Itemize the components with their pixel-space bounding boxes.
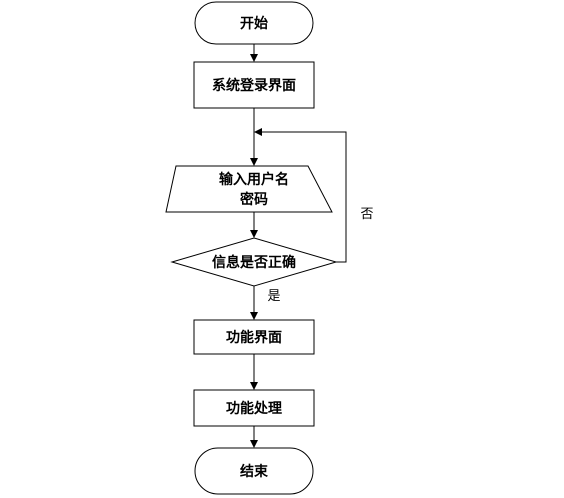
end-node — [194, 447, 314, 495]
input-label-line1: 输入用户名 — [219, 171, 289, 188]
arrowhead-input — [250, 158, 258, 166]
function-process-node — [193, 389, 315, 427]
no-branch-label: 否 — [360, 207, 373, 222]
start-label: 开始 — [240, 15, 268, 32]
arrowhead-check — [250, 230, 258, 238]
function-ui-node — [193, 319, 315, 355]
yes-branch-label: 是 — [267, 289, 280, 304]
arrowhead-function-process — [250, 382, 258, 390]
start-node — [194, 1, 314, 45]
input-node — [165, 165, 333, 213]
login-node — [193, 61, 315, 109]
end-label: 结束 — [240, 463, 269, 480]
function-ui-label: 功能界面 — [226, 329, 282, 346]
arrowhead-function-ui — [250, 312, 258, 320]
check-decision-node — [170, 237, 338, 287]
function-process-label: 功能处理 — [226, 400, 282, 417]
arrowhead-loop — [254, 128, 262, 136]
edge-check-no-loop — [262, 131, 347, 263]
check-label: 信息是否正确 — [212, 254, 296, 271]
input-label-line2: 密码 — [239, 191, 268, 208]
arrowhead-end — [250, 440, 258, 448]
login-label: 系统登录界面 — [212, 77, 296, 94]
arrowhead-login — [250, 54, 258, 62]
